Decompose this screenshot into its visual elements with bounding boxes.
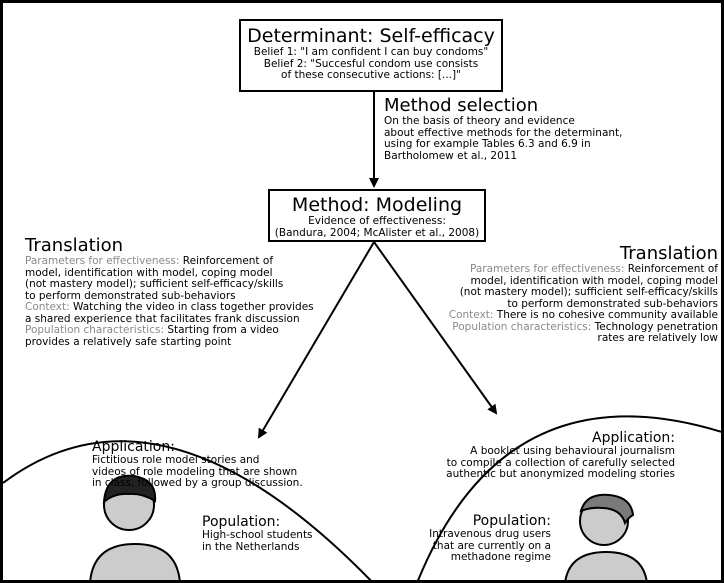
method-evidence-line-2: (Bandura, 2004; McAlister et al., 2008) xyxy=(274,226,480,239)
translation-left-line: (not mastery model); sufficient self-eff… xyxy=(25,278,284,290)
belief-line-1: Belief 1: "I am confident I can buy cond… xyxy=(253,46,489,58)
translation-left-line: Context: Watching the video in class tog… xyxy=(25,301,314,313)
application-left-line: videos of role modeling that are shown xyxy=(92,465,298,478)
translation-left-title: Translation xyxy=(25,235,124,256)
method-selection-line-2: about effective methods for the determin… xyxy=(384,126,623,139)
population-left-line: in the Netherlands xyxy=(202,540,300,553)
translation-right-line: rates are relatively low xyxy=(597,332,718,344)
application-right-line: to compile a collection of carefully sel… xyxy=(446,456,675,469)
diagram-graphics xyxy=(3,92,721,580)
determinant-title: Determinant: Self-efficacy xyxy=(247,25,495,47)
population-left-line: High-school students xyxy=(202,529,313,541)
method-selection-line-3: using for example Tables 6.3 and 6.9 in xyxy=(384,138,591,150)
population-right-block: Population: Intravenous drug users that … xyxy=(421,513,551,564)
population-left-block: Population: High-school students in the … xyxy=(202,514,352,553)
translation-right-block: Translation Parameters for effectiveness… xyxy=(423,244,718,345)
right-application-circle xyxy=(417,415,721,580)
application-right-block: Application: A booklet using behavioural… xyxy=(413,430,675,481)
application-right-line: A booklet using behavioural journalism xyxy=(470,445,675,457)
application-left-line: in class, followed by a group discussion… xyxy=(92,477,303,489)
arrow-method-to-left-application xyxy=(257,241,375,439)
translation-right-line: (not mastery model); sufficient self-eff… xyxy=(459,286,718,298)
population-right-title: Population: xyxy=(472,513,551,529)
translation-right-line: Context: There is no cohesive community … xyxy=(448,309,718,321)
translation-left-line: a shared experience that facilitates fra… xyxy=(25,312,300,325)
application-left-block: Application: Fictitious role model stori… xyxy=(92,439,332,490)
method-box: Method: Modeling Evidence of effectivene… xyxy=(268,189,486,242)
application-right-title: Application: xyxy=(592,430,675,446)
arrow-method-to-right-application xyxy=(373,241,498,415)
method-evidence-line-1: Evidence of effectiveness: xyxy=(308,215,446,227)
population-right-line: methadone regime xyxy=(450,551,551,563)
translation-left-line: to perform demonstrated sub-behaviors xyxy=(25,289,236,302)
method-title: Method: Modeling xyxy=(291,194,463,216)
student-avatar-icon xyxy=(89,474,181,580)
method-selection-line-4: Bartholomew et al., 2011 xyxy=(384,149,518,162)
population-left-title: Population: xyxy=(202,514,281,530)
translation-right-title: Translation xyxy=(619,243,718,264)
translation-right-line: to perform demonstrated sub-behaviors xyxy=(507,297,718,310)
left-application-circle xyxy=(3,440,372,580)
translation-right-line: model, identification with model, coping… xyxy=(470,274,719,287)
translation-right-line: Parameters for effectiveness: Reinforcem… xyxy=(469,263,718,275)
application-left-line: Fictitious role model stories and xyxy=(92,454,260,466)
translation-left-block: Translation Parameters for effectiveness… xyxy=(25,236,325,348)
application-right-line: authentic but anonymized modeling storie… xyxy=(446,468,675,480)
translation-left-line: provides a relatively safe starting poin… xyxy=(25,335,232,348)
method-selection-line-1: On the basis of theory and evidence xyxy=(384,115,575,127)
population-right-line: that are currently on a xyxy=(432,539,551,552)
population-right-line: Intravenous drug users xyxy=(429,528,551,540)
drug-user-avatar-icon xyxy=(564,493,648,580)
belief-line-2: Belief 2: "Succesful condom use consists xyxy=(263,57,479,70)
translation-left-line: Parameters for effectiveness: Reinforcem… xyxy=(25,255,274,267)
belief-line-3: of these consecutive actions: [...]" xyxy=(281,69,461,81)
translation-left-line: Population characteristics: Starting fro… xyxy=(25,324,279,336)
translation-left-line: model, identification with model, coping… xyxy=(25,266,273,279)
translation-right-line: Population characteristics: Technology p… xyxy=(452,320,718,333)
application-left-title: Application: xyxy=(92,439,175,455)
method-selection-title: Method selection xyxy=(384,95,539,116)
determinant-box: Determinant: Self-efficacy Belief 1: "I … xyxy=(239,19,503,92)
method-selection-block: Method selection On the basis of theory … xyxy=(384,96,654,162)
diagram-canvas: Determinant: Self-efficacy Belief 1: "I … xyxy=(3,3,721,580)
